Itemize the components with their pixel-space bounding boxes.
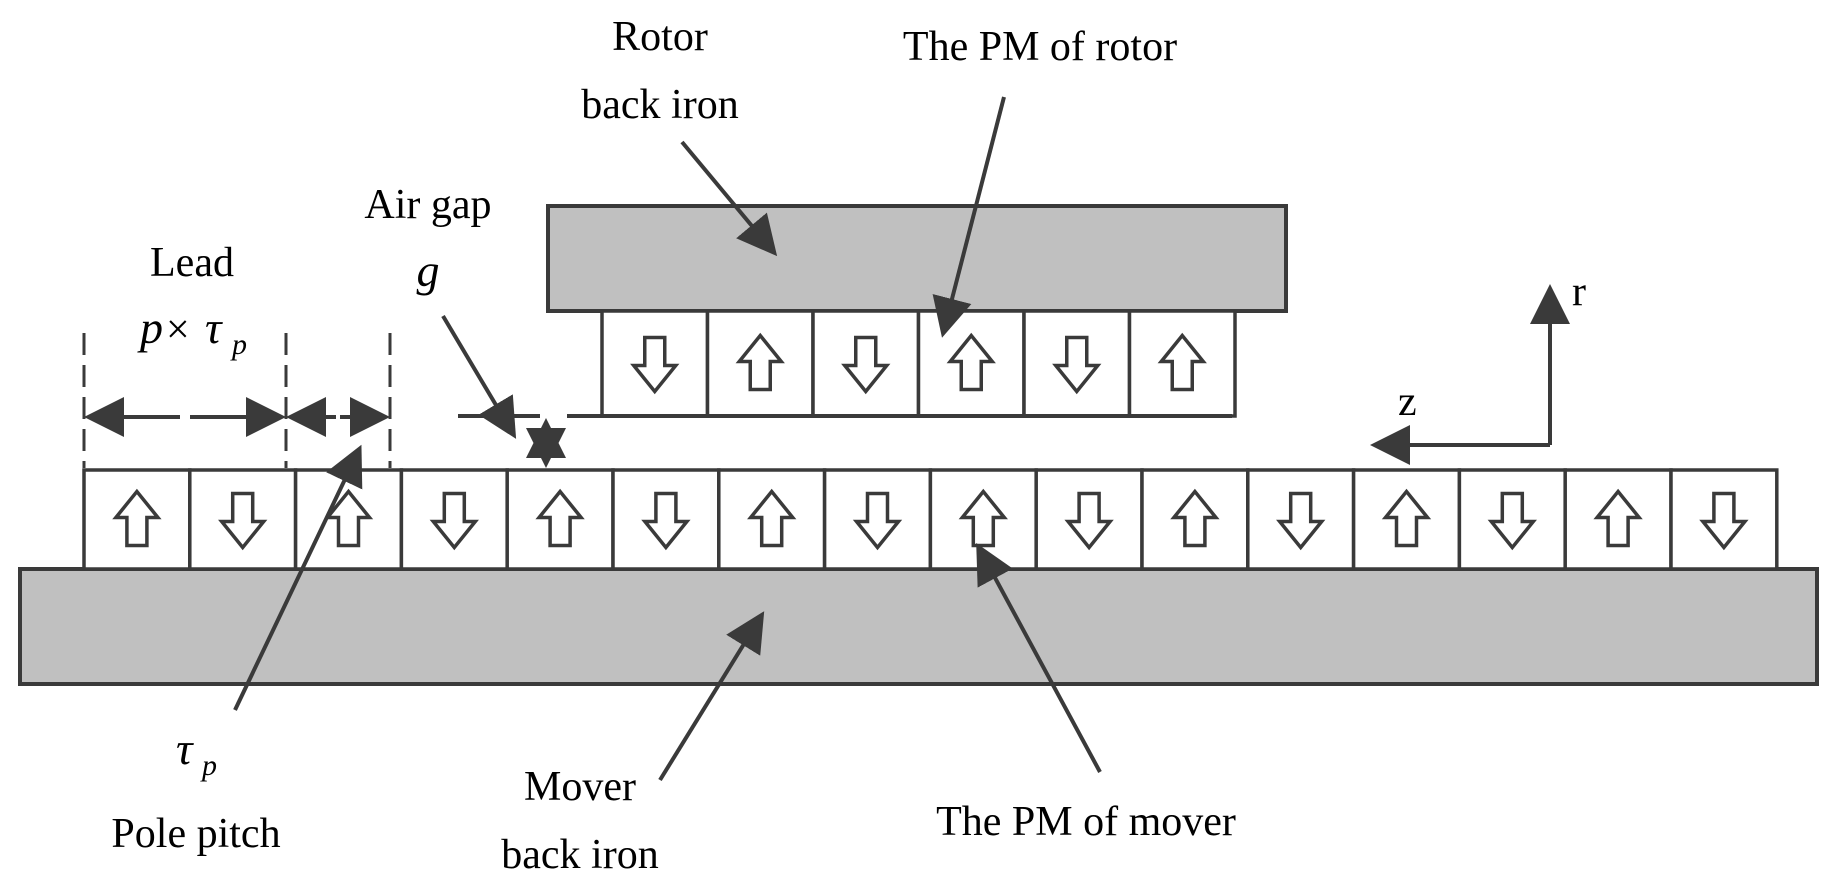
arrow-down-icon (641, 491, 691, 551)
pole-pitch-label: Pole pitch (111, 811, 280, 857)
mover-back-iron-leader (658, 611, 765, 782)
arrow-down-icon (429, 491, 479, 551)
lead-formula-subscript: p (230, 328, 247, 361)
arrow-down-icon (630, 335, 680, 395)
pm-mover-leader (976, 542, 1102, 773)
arrow-down-icon (1487, 491, 1537, 551)
arrow-up-icon (535, 488, 585, 548)
air-gap-symbol: g (417, 245, 440, 296)
arrow-down-icon (1064, 491, 1114, 551)
lead-formula-p: p (137, 302, 163, 353)
pm-rotor-label: The PM of rotor (903, 24, 1177, 70)
arrow-up-icon (958, 488, 1008, 548)
arrow-up-icon (1381, 488, 1432, 548)
arrow-down-icon (218, 491, 268, 551)
rotor-magnet-row (600, 309, 1237, 418)
arrow-down-icon (1699, 491, 1749, 551)
pole-pitch-leader (233, 444, 363, 711)
arrow-down-icon (852, 491, 903, 551)
rotor-magnet-3 (811, 309, 921, 418)
arrow-up-icon (323, 488, 374, 548)
pm-mover-label: The PM of mover (936, 799, 1236, 845)
arrow-down-icon (1276, 491, 1326, 551)
rotor-back-iron-label-line1: Rotor (612, 14, 708, 60)
air-gap-label: Air gap (364, 182, 491, 228)
mover-back-iron-label-line2: back iron (501, 832, 658, 878)
rotor-back-iron-leader (680, 140, 778, 257)
lead-formula-times: × (166, 307, 190, 353)
lead-label: Lead (150, 240, 234, 286)
mover-back-iron (18, 567, 1819, 686)
arrow-up-icon (946, 332, 996, 392)
mover-magnet-row (82, 468, 1779, 571)
arrow-down-icon (1052, 335, 1102, 395)
arrow-up-icon (112, 488, 162, 548)
mover-back-iron-label-line1: Mover (524, 764, 636, 810)
arrow-up-icon (1593, 488, 1643, 548)
mover-magnet-7 (717, 468, 827, 571)
z-axis-label: z (1398, 379, 1417, 425)
r-axis-label: r (1572, 269, 1586, 315)
air-gap-leader (441, 314, 517, 439)
arrow-up-icon (1170, 488, 1220, 548)
arrow-up-icon (735, 332, 785, 392)
lead-formula-tau: τ (205, 302, 223, 353)
arrow-up-icon (747, 488, 797, 548)
pole-pitch-symbol-tau: τ (176, 723, 194, 774)
pm-rotor-leader (932, 96, 1006, 338)
arrow-down-icon (841, 335, 891, 395)
arrow-up-icon (1157, 332, 1207, 392)
pole-pitch-symbol-subscript: p (200, 749, 217, 782)
rotor-back-iron (546, 204, 1288, 313)
rotor-back-iron-label-line2: back iron (581, 82, 738, 128)
